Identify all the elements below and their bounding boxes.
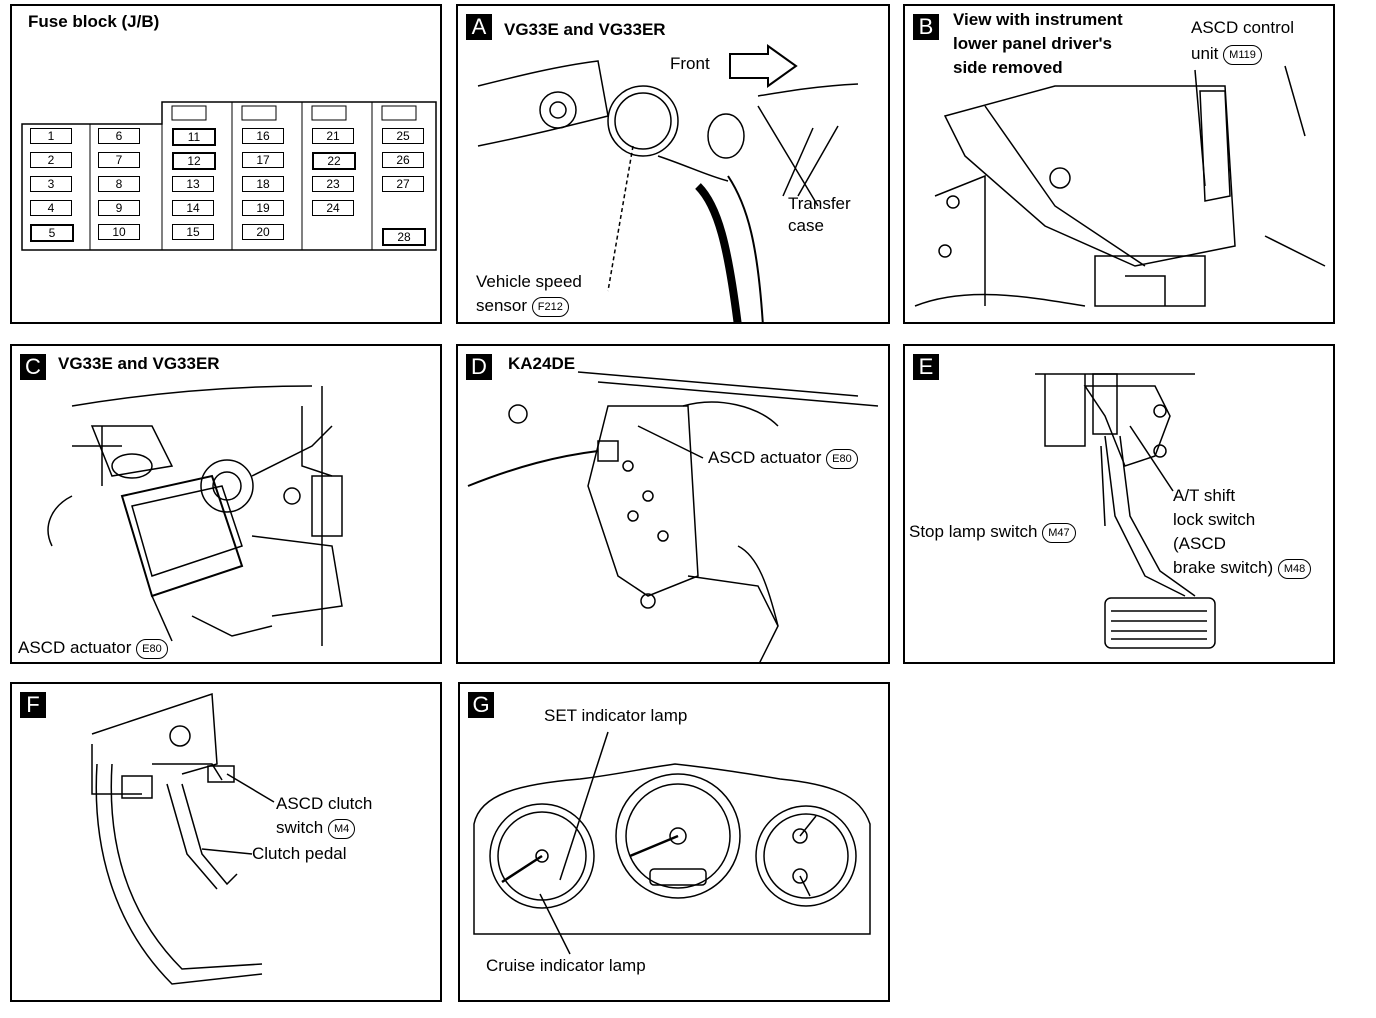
connector-m47: M47 [1042, 522, 1076, 543]
ascd-actuator-label-c: ASCD actuator E80 [18, 636, 168, 660]
fuse-1: 1 [30, 128, 72, 144]
panel-letter-a: A [466, 14, 492, 40]
fuse-5: 5 [30, 224, 74, 242]
connector-e80-c: E80 [136, 638, 168, 659]
panel-a-title: VG33E and VG33ER [504, 20, 666, 39]
control-unit-illustration [914, 65, 1326, 307]
panel-letter-c: C [20, 354, 46, 380]
sensor-label: sensor F212 [476, 294, 569, 318]
case-label: case [788, 216, 824, 235]
cruise-indicator-label: Cruise indicator lamp [486, 956, 646, 975]
panel-d-ascd-actuator: D KA24DE ASCD actuator E80 [456, 344, 890, 664]
unit-label: unit M119 [1191, 42, 1262, 66]
panel-d-title: KA24DE [508, 354, 576, 373]
switch-label: switch M4 [276, 816, 356, 840]
panel-letter-b: B [913, 14, 939, 40]
fuse-14: 14 [172, 200, 214, 216]
fuse-16: 16 [242, 128, 284, 144]
fuse-3: 3 [30, 176, 72, 192]
fuse-19: 19 [242, 200, 284, 216]
set-indicator-label: SET indicator lamp [544, 706, 688, 725]
fuse-26: 26 [382, 152, 424, 168]
panel-b-title-line2: lower panel driver's [953, 34, 1112, 53]
fuse-10: 10 [98, 224, 140, 240]
brake-pedal-illustration [1035, 373, 1216, 649]
ascd-label: (ASCD [1173, 534, 1226, 553]
fuse-17: 17 [242, 152, 284, 168]
fuse-9: 9 [98, 200, 140, 216]
actuator-text-d: ASCD actuator [708, 448, 822, 467]
fuse-25: 25 [382, 128, 424, 144]
panel-letter-d: D [466, 354, 492, 380]
ascd-control-label: ASCD control [1191, 18, 1294, 37]
fuse-7: 7 [98, 152, 140, 168]
panel-a-vehicle-speed-sensor: A VG33E and VG33ER Front Transfer case V… [456, 4, 890, 324]
fuse-2: 2 [30, 152, 72, 168]
fuse-27: 27 [382, 176, 424, 192]
vehicle-speed-label: Vehicle speed [476, 272, 582, 291]
panel-b-ascd-control-unit: B View with instrument lower panel drive… [903, 4, 1335, 324]
stop-lamp-text: Stop lamp switch [909, 522, 1038, 541]
fuse-22: 22 [312, 152, 356, 170]
panel-f-clutch-switch: F ASCD clutch switch M4 Clutch pedal [10, 682, 442, 1002]
fuse-block-outline [21, 101, 437, 251]
clutch-pedal-illustration [91, 692, 275, 985]
clutch-pedal-label: Clutch pedal [252, 844, 347, 863]
switch-text: switch [276, 818, 324, 837]
connector-m48: M48 [1277, 558, 1312, 579]
panel-g-indicator-lamps: G SET indicator lamp Cruise indicator la… [458, 682, 890, 1002]
connector-m4: M4 [327, 818, 356, 839]
fuse-11: 11 [172, 128, 216, 146]
panel-b-title-line3: side removed [953, 58, 1063, 77]
ascd-actuator-label-d: ASCD actuator E80 [708, 446, 858, 470]
instrument-cluster-illustration [473, 731, 871, 955]
fuse-28: 28 [382, 228, 426, 246]
fuse-12: 12 [172, 152, 216, 170]
connector-f212: F212 [531, 296, 569, 317]
fuse-8: 8 [98, 176, 140, 192]
panel-letter-e: E [913, 354, 939, 380]
fuse-15: 15 [172, 224, 214, 240]
fuse-23: 23 [312, 176, 354, 192]
unit-text: unit [1191, 44, 1219, 63]
fuse-block-title: Fuse block (J/B) [28, 12, 160, 31]
fuse-24: 24 [312, 200, 354, 216]
fuse-20: 20 [242, 224, 284, 240]
fuse-18: 18 [242, 176, 284, 192]
panel-letter-g: G [468, 692, 494, 718]
fuse-4: 4 [30, 200, 72, 216]
lock-switch-label: lock switch [1173, 510, 1256, 529]
panel-b-title-line1: View with instrument [953, 10, 1123, 29]
transfer-label: Transfer [788, 194, 851, 213]
at-shift-label: A/T shift [1173, 486, 1236, 505]
actuator-text-c: ASCD actuator [18, 638, 132, 657]
engine-actuator-illustration [47, 385, 343, 646]
transfer-case-illustration [477, 44, 859, 322]
stop-lamp-label: Stop lamp switch M47 [909, 520, 1076, 544]
connector-m119: M119 [1223, 44, 1262, 65]
fuse-6: 6 [98, 128, 140, 144]
panel-c-ascd-actuator: C VG33E and VG33ER ASCD actuator E80 [10, 344, 442, 664]
ka24de-actuator-illustration [467, 371, 879, 662]
panel-letter-f: F [20, 692, 46, 718]
brake-switch-label: brake switch) M48 [1173, 556, 1312, 580]
brake-switch-text: brake switch) [1173, 558, 1274, 577]
sensor-text: sensor [476, 296, 528, 315]
fuse-21: 21 [312, 128, 354, 144]
fuse-13: 13 [172, 176, 214, 192]
connector-e80-d: E80 [826, 448, 858, 469]
front-label: Front [670, 54, 710, 73]
panel-c-title: VG33E and VG33ER [58, 354, 220, 373]
ascd-clutch-label: ASCD clutch [276, 794, 373, 813]
panel-e-brake-switches: E Stop lamp switch M47 A/T shift lock sw… [903, 344, 1335, 664]
